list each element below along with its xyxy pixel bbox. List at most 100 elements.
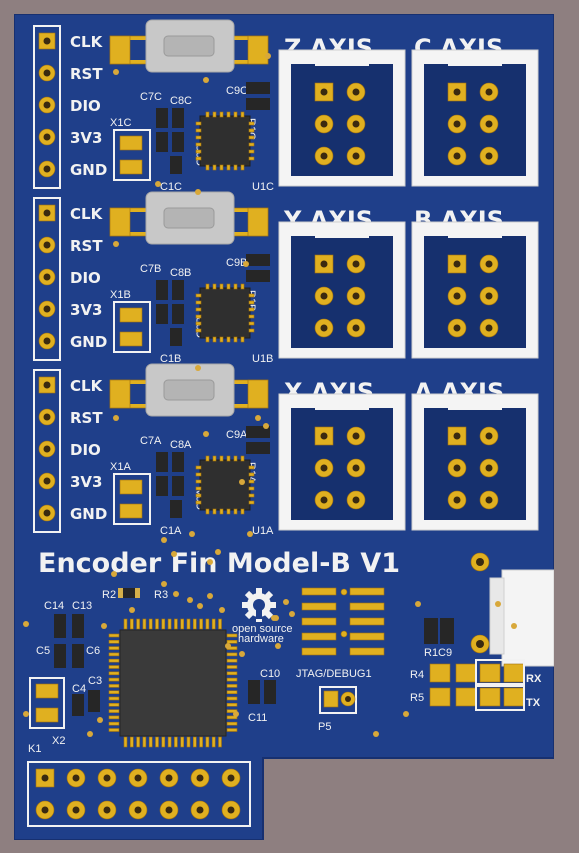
connector-well <box>291 64 393 176</box>
x1-outline <box>113 301 151 353</box>
mcu-pin <box>108 728 120 732</box>
ic-pin <box>248 128 255 133</box>
crystal-x2-outline <box>29 677 65 729</box>
header-outline <box>33 197 61 361</box>
ic-pin <box>248 472 255 477</box>
side-mount-hole <box>476 640 484 648</box>
encoder-connector-right[interactable] <box>411 221 539 359</box>
ref-ic: U1B <box>252 353 273 365</box>
ic-pin <box>212 283 217 290</box>
mcu-pin <box>205 736 210 748</box>
encoder-channels: CLKRSTDIO3V3GNDC7CC8CC9CR1CC1CC2CX1CU1CZ… <box>33 19 539 537</box>
via <box>111 571 117 577</box>
p5-pad-1[interactable] <box>323 690 339 708</box>
k1-pin-hole <box>41 774 49 782</box>
ic-pin <box>195 149 202 154</box>
connector-pin-hole <box>453 432 461 440</box>
connector-well <box>424 236 526 348</box>
connector-pin-hole <box>320 464 328 472</box>
connector-pin-hole <box>453 464 461 472</box>
connector-pin-hole <box>352 88 360 96</box>
encoder-connector-left[interactable] <box>278 221 406 359</box>
mcu-pin <box>108 684 120 688</box>
connector-pin-hole <box>453 496 461 504</box>
jtag-pad <box>301 632 337 641</box>
via <box>243 261 249 267</box>
mcu-section: R2 R3 C14 C13 C5 C6 C4 C3 X2 open <box>27 569 554 827</box>
header-pin-label: DIO <box>70 269 101 287</box>
button-pad-left <box>109 207 131 237</box>
cap-9 <box>246 254 270 266</box>
cap-7 <box>156 280 168 300</box>
cap-c3 <box>88 690 100 712</box>
header-pin-hole <box>43 37 51 45</box>
cap-c4 <box>72 694 84 716</box>
mcu-pin <box>193 736 197 748</box>
oshw-gear-tooth <box>244 609 255 620</box>
mcu-pin <box>108 639 120 644</box>
cap-9 <box>246 426 270 438</box>
jtag-mark <box>340 630 348 638</box>
mcu-pin <box>148 736 153 748</box>
encoder-connector-left[interactable] <box>278 393 406 531</box>
ic-pin <box>233 164 238 171</box>
ic-pin <box>240 508 245 515</box>
mcu-pin <box>108 646 120 650</box>
connector-pin-hole <box>485 464 493 472</box>
encoder-connector-right[interactable] <box>411 393 539 531</box>
ic-pin <box>240 164 245 171</box>
header-pin-hole <box>43 413 51 421</box>
reset-button-cap[interactable] <box>163 379 215 401</box>
button-pad-right <box>247 379 269 409</box>
encoder-connector-right[interactable] <box>411 49 539 187</box>
via <box>233 711 239 717</box>
ic-pin <box>195 493 202 498</box>
jtag-mark <box>340 588 348 596</box>
ic-pin <box>240 336 245 343</box>
via <box>129 607 135 613</box>
ref-k1: K1 <box>28 743 41 755</box>
ic-pin <box>226 455 231 462</box>
header-pin-label: GND <box>70 505 107 523</box>
via <box>101 623 107 629</box>
ref-jtag: JTAG/DEBUG1 <box>296 668 372 680</box>
ref-c11: C11 <box>248 712 267 724</box>
reset-button-cap[interactable] <box>163 207 215 229</box>
ref-cap8: C8B <box>170 267 191 279</box>
ic-pin <box>248 328 255 333</box>
header-outline <box>33 369 61 533</box>
side-connector[interactable] <box>501 569 554 667</box>
ic-pin <box>195 142 202 147</box>
mcu-pin <box>136 736 140 748</box>
header-pin-hole <box>43 69 51 77</box>
ic-pin <box>195 128 202 133</box>
cap-8 <box>172 280 184 300</box>
reset-button-cap[interactable] <box>163 35 215 57</box>
k1-pin-hole <box>103 774 111 782</box>
cap-c10 <box>248 680 260 704</box>
uart-led-pad <box>429 663 451 683</box>
mcu-pin <box>136 618 140 630</box>
k1-header[interactable] <box>35 768 241 820</box>
ic-pin <box>195 300 202 305</box>
via <box>23 621 29 627</box>
ic-pin <box>248 321 255 326</box>
connector-pin-hole <box>352 260 360 268</box>
mcu-pin <box>226 671 238 676</box>
oshw-gear-tooth <box>263 590 274 601</box>
encoder-connector-left[interactable] <box>278 49 406 187</box>
jtag-debug-connector[interactable] <box>301 587 385 656</box>
ic-pin <box>248 149 255 154</box>
connector-pin-hole <box>485 432 493 440</box>
ic-pin <box>195 156 202 161</box>
ic-pin <box>219 336 224 343</box>
cap-c14 <box>54 614 66 638</box>
header-pin-label: CLK <box>70 205 104 223</box>
connector-pin-hole <box>485 152 493 160</box>
connector-latch <box>448 400 502 410</box>
oshw-text-line1: open source <box>232 623 293 635</box>
ic-pin <box>205 283 210 290</box>
k1-pin-hole <box>165 806 173 814</box>
connector-pin-hole <box>320 88 328 96</box>
header-pin-label: 3V3 <box>70 301 102 319</box>
